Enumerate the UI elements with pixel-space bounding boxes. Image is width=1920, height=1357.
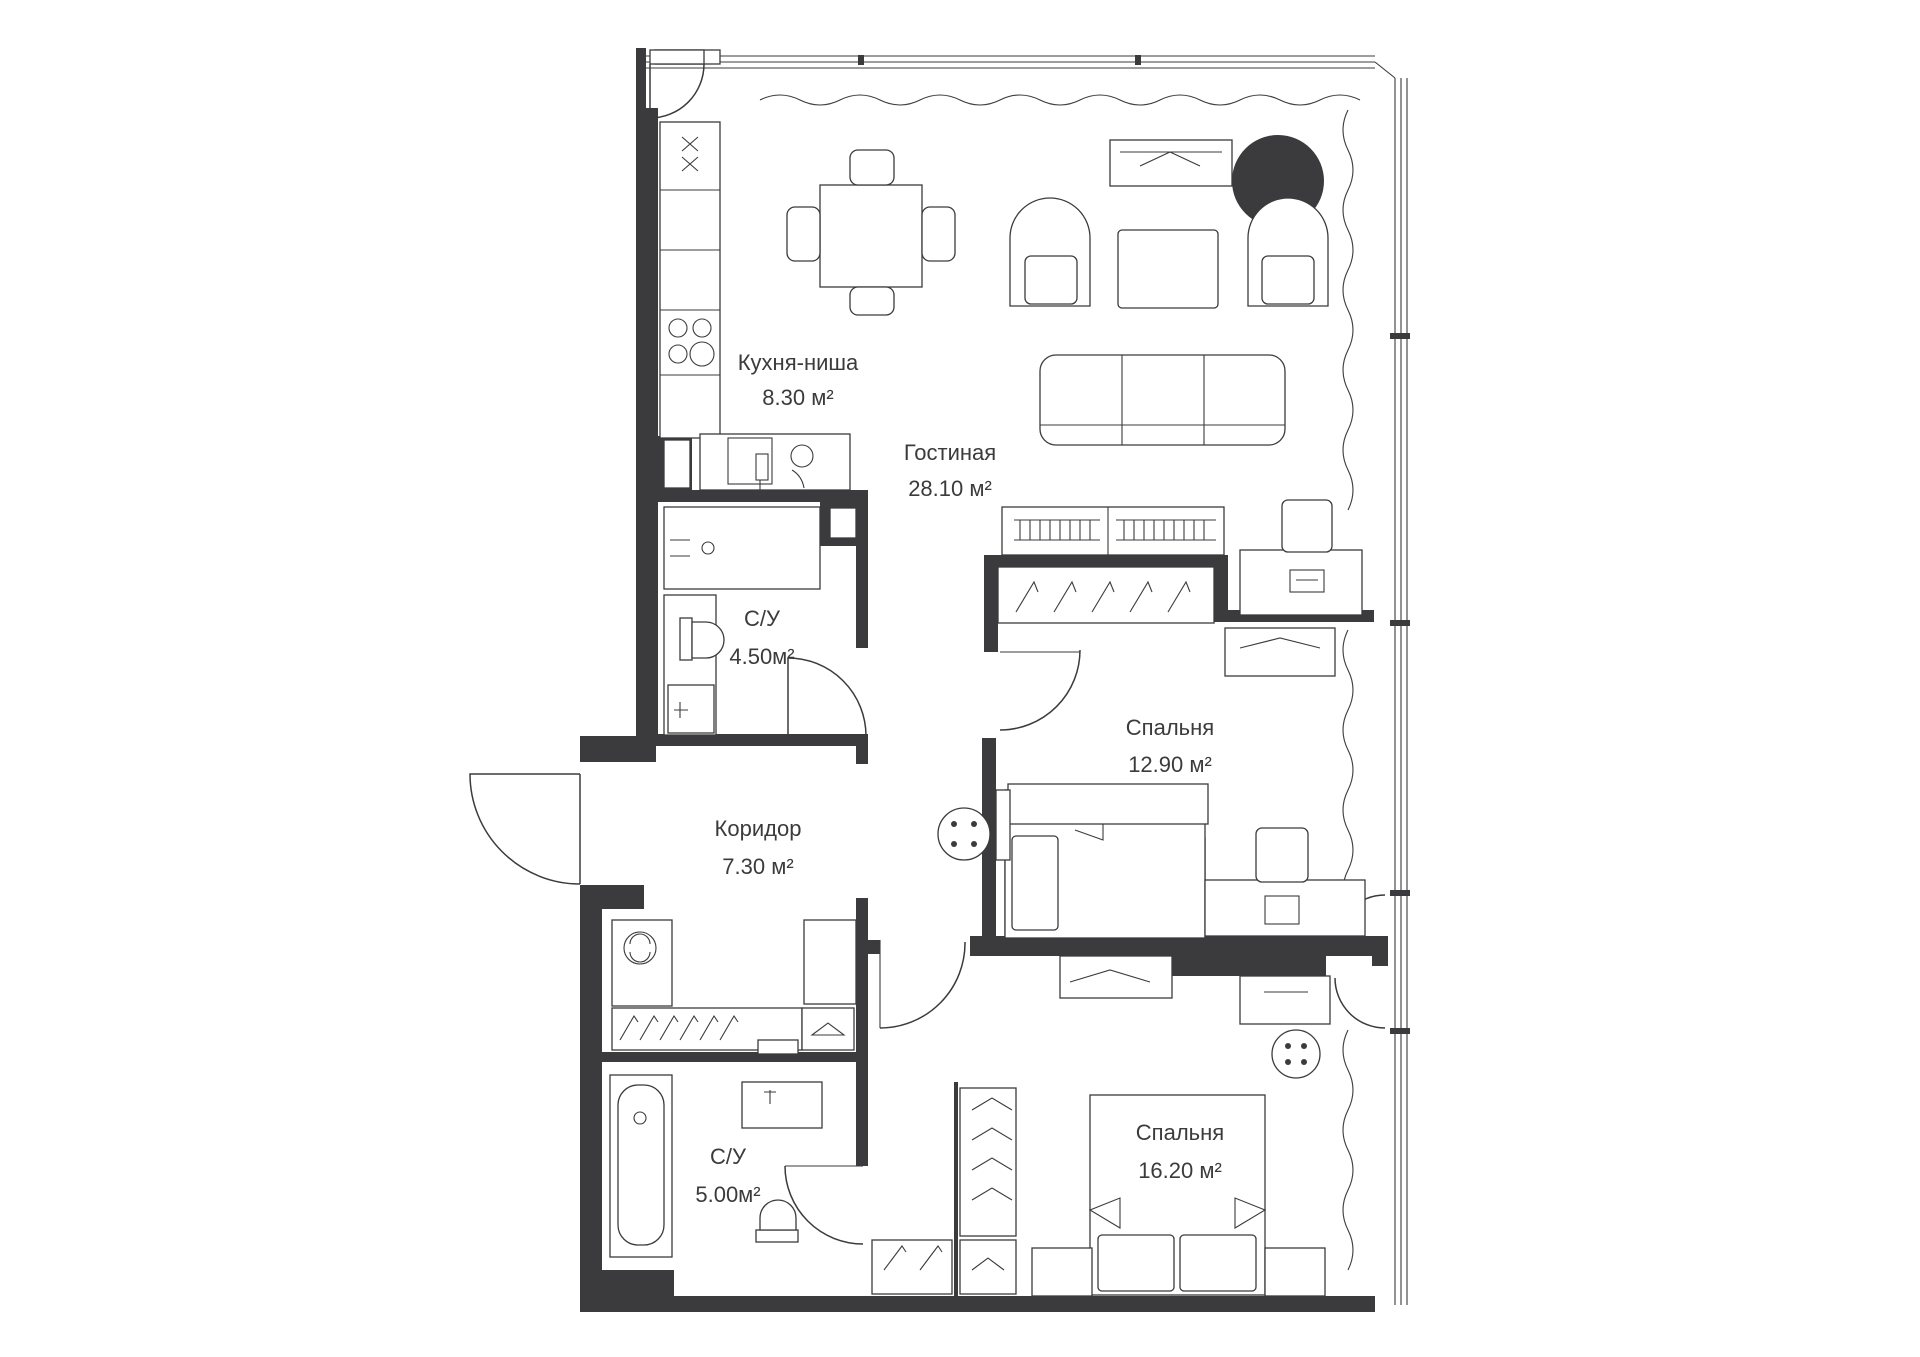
curtains: [759, 94, 1361, 1271]
room-area: 4.50м²: [729, 644, 794, 669]
room-name: Гостиная: [904, 440, 996, 465]
bath2-fixtures: [609, 1074, 823, 1258]
room-area: 7.30 м²: [722, 854, 793, 879]
room-area: 8.30 м²: [762, 385, 833, 410]
stove-icon: [668, 318, 715, 367]
room-label-living: Гостиная 28.10 м²: [904, 440, 996, 501]
walls: [580, 48, 1388, 1312]
bath1-fixtures: [663, 506, 857, 736]
room-label-corridor: Коридор 7.30 м²: [715, 816, 802, 879]
room-area: 5.00м²: [695, 1182, 760, 1207]
living-furniture: [997, 135, 1363, 624]
bedroom2-furniture: [871, 955, 1331, 1297]
room-name: Кухня-ниша: [738, 350, 859, 375]
room-label-kitchen: Кухня-ниша 8.30 м²: [738, 350, 859, 410]
room-name: Коридор: [715, 816, 802, 841]
room-name: С/У: [710, 1144, 747, 1169]
room-name: Спальня: [1126, 715, 1214, 740]
bedroom1-furniture: [937, 627, 1366, 939]
hood-icon: [681, 136, 699, 172]
toilet-icon: [755, 1199, 799, 1243]
toilet-icon: [679, 617, 725, 661]
kitchen-furniture: [659, 121, 851, 492]
room-area: 16.20 м²: [1138, 1158, 1222, 1183]
washing-machine-icon: [623, 931, 657, 965]
sink-icon: [790, 444, 814, 489]
doors: [469, 49, 1386, 1245]
room-label-bedroom2: Спальня 16.20 м²: [1136, 1120, 1224, 1183]
room-name: Спальня: [1136, 1120, 1224, 1145]
room-label-bedroom1: Спальня 12.90 м²: [1126, 715, 1214, 777]
room-name: С/У: [744, 606, 781, 631]
room-area: 28.10 м²: [908, 476, 992, 501]
corridor-storage: [611, 919, 857, 1055]
room-label-bath1: С/У 4.50м²: [729, 606, 794, 669]
room-label-bath2: С/У 5.00м²: [695, 1144, 760, 1207]
dining-table: [786, 149, 956, 316]
room-area: 12.90 м²: [1128, 752, 1212, 777]
